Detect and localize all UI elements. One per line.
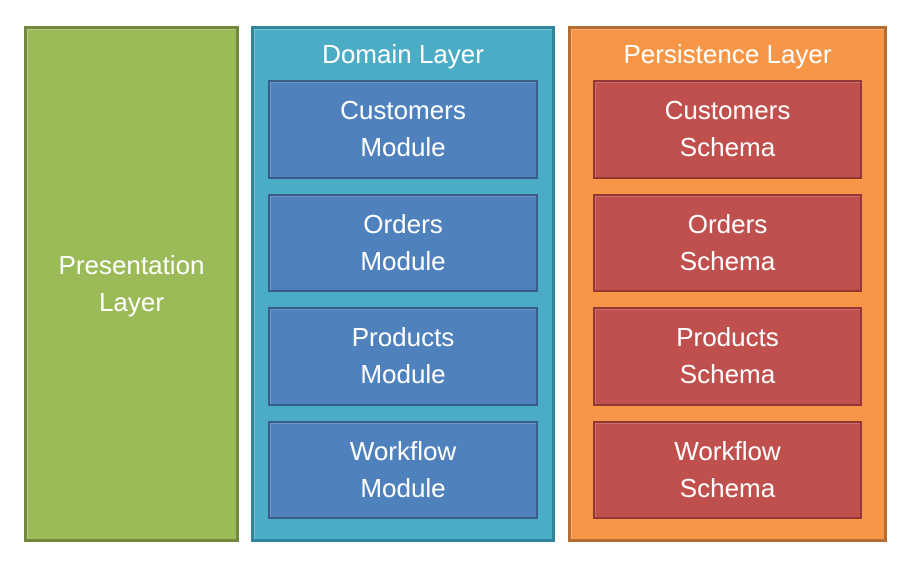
- orders-schema-label-line2: Schema: [679, 245, 776, 276]
- presentation-layer-title: Presentation Layer: [58, 250, 205, 317]
- products-module-label-line1: Products: [351, 322, 455, 353]
- workflow-module-label-line2: Module: [360, 472, 446, 503]
- customers-module-box: Customers Module: [268, 80, 538, 179]
- workflow-module-label-line1: Workflow: [349, 435, 457, 466]
- orders-schema-box: Orders Schema: [593, 193, 862, 292]
- customers-module-label-line1: Customers: [340, 95, 466, 126]
- orders-schema-label-line1: Orders: [687, 208, 768, 239]
- workflow-schema-label-line2: Schema: [679, 472, 776, 503]
- customers-schema-label-line2: Schema: [679, 132, 776, 163]
- products-module-label-line2: Module: [360, 359, 446, 390]
- orders-module-box: Orders Module: [268, 193, 538, 292]
- persistence-schema-stack: Customers Schema Orders Schema Products …: [593, 80, 862, 519]
- products-schema-label-line1: Products: [676, 322, 779, 353]
- domain-layer-title: Domain Layer: [322, 39, 484, 69]
- customers-module-label-line2: Module: [360, 132, 446, 163]
- persistence-layer-title: Persistence Layer: [623, 39, 832, 69]
- products-module-box: Products Module: [268, 307, 538, 406]
- workflow-module-box: Workflow Module: [268, 420, 538, 519]
- workflow-schema-box: Workflow Schema: [593, 420, 862, 519]
- orders-module-label-line1: Orders: [363, 208, 443, 239]
- workflow-schema-label-line1: Workflow: [674, 435, 781, 466]
- persistence-layer-box: Persistence Layer Customers Schema Order…: [568, 26, 887, 542]
- presentation-layer-box: Presentation Layer: [24, 26, 239, 542]
- products-schema-label-line2: Schema: [679, 359, 776, 390]
- products-schema-box: Products Schema: [593, 307, 862, 406]
- domain-layer-box: Domain Layer Customers Module Orders Mod…: [251, 26, 555, 542]
- domain-module-stack: Customers Module Orders Module Products …: [268, 80, 538, 519]
- customers-schema-box: Customers Schema: [593, 80, 862, 179]
- customers-schema-label-line1: Customers: [664, 95, 791, 126]
- orders-module-label-line2: Module: [360, 245, 446, 276]
